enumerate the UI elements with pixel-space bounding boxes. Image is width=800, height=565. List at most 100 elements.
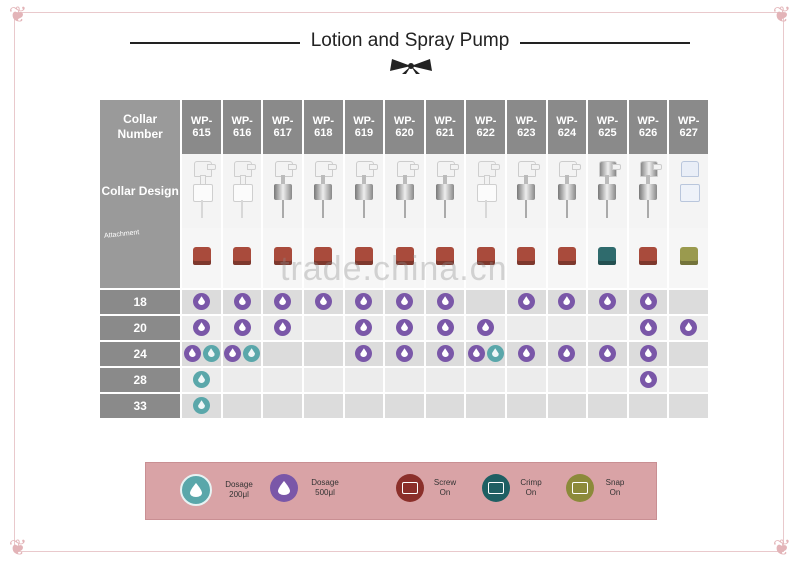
legend-screw: Screw On — [396, 474, 460, 502]
availability-cell — [466, 340, 505, 366]
model-header: WP-627 — [669, 100, 708, 154]
attachment-cap — [233, 246, 252, 265]
availability-cell — [547, 288, 587, 314]
dosage-500-icon — [274, 293, 292, 311]
pump-image — [231, 159, 257, 219]
pump-image — [556, 159, 581, 219]
availability-cell — [263, 392, 303, 418]
availability-cell — [182, 392, 221, 418]
availability-cell — [628, 392, 668, 418]
attachment-cell — [669, 228, 708, 288]
attachment-cap — [273, 246, 292, 265]
dosage-500-icon — [396, 319, 414, 337]
pump-image — [596, 159, 622, 219]
dosage-200-icon — [193, 371, 211, 389]
snap-on-icon — [566, 474, 594, 502]
attachment-cell — [628, 228, 668, 288]
design-cell — [304, 154, 343, 228]
availability-cell — [547, 392, 587, 418]
availability-cell — [182, 314, 221, 340]
availability-cell — [263, 314, 303, 340]
model-header: WP-620 — [385, 100, 424, 154]
dosage-500-icon — [639, 293, 657, 311]
attachment-cell — [222, 228, 262, 288]
size-row: 28 — [100, 366, 708, 392]
model-header: WP-621 — [425, 100, 465, 154]
model-header: WP-624 — [547, 100, 587, 154]
attachment-cell — [588, 228, 627, 288]
pump-image — [394, 159, 419, 219]
availability-cell — [425, 392, 465, 418]
attachment-cap — [679, 246, 698, 265]
legend-snap-label: Snap On — [605, 478, 625, 497]
availability-cell — [507, 340, 546, 366]
design-cell — [385, 154, 424, 228]
attachment-cell — [385, 228, 424, 288]
dosage-500-icon — [183, 345, 201, 363]
pump-image — [312, 159, 338, 219]
ornament-corner-icon: ❦ — [8, 3, 28, 28]
attachment-cap — [517, 246, 536, 265]
size-row: 24 — [100, 340, 708, 366]
design-cell — [628, 154, 668, 228]
legend-crimp-label: Crimp On — [520, 478, 542, 497]
dosage-500-icon — [355, 293, 373, 311]
dosage-500-icon — [314, 293, 332, 311]
dosage-small-icon — [180, 474, 212, 506]
dosage-500-icon — [355, 345, 373, 363]
availability-cell — [466, 366, 505, 392]
dosage-500-icon — [233, 293, 251, 311]
attachment-cell — [304, 228, 343, 288]
design-cell — [669, 154, 708, 228]
page-frame — [14, 12, 784, 552]
design-row: Collar Design — [100, 154, 708, 228]
availability-cell — [547, 314, 587, 340]
dosage-large-icon — [270, 474, 298, 502]
attachment-cap — [192, 246, 211, 265]
dosage-500-icon — [396, 293, 414, 311]
pump-image — [272, 159, 297, 219]
attachment-cell — [344, 228, 384, 288]
title-rule-right — [520, 42, 690, 44]
availability-cell — [669, 314, 708, 340]
availability-cell — [385, 392, 424, 418]
ornament-corner-icon: ❦ — [772, 536, 792, 561]
size-label: 18 — [100, 288, 181, 314]
legend-dosage-200: Dosage 200μl — [180, 474, 260, 506]
attachment-cell — [425, 228, 465, 288]
model-header: WP-623 — [507, 100, 546, 154]
availability-cell — [669, 392, 708, 418]
dosage-500-icon — [558, 345, 576, 363]
availability-cell — [344, 366, 384, 392]
attachment-cap — [395, 246, 414, 265]
availability-cell — [222, 392, 262, 418]
availability-cell — [263, 288, 303, 314]
attachment-cap — [639, 246, 658, 265]
availability-cell — [507, 366, 546, 392]
dosage-500-icon — [639, 371, 657, 389]
availability-cell — [222, 340, 262, 366]
model-header: WP-626 — [628, 100, 668, 154]
model-header: WP-615 — [182, 100, 221, 154]
availability-cell — [385, 366, 424, 392]
attachment-cell — [466, 228, 505, 288]
design-cell — [588, 154, 627, 228]
availability-cell — [304, 340, 343, 366]
attachment-row: Attachment — [100, 228, 708, 288]
availability-cell — [669, 288, 708, 314]
availability-cell — [507, 314, 546, 340]
dosage-200-icon — [486, 345, 504, 363]
availability-cell — [466, 392, 505, 418]
model-header: WP-616 — [222, 100, 262, 154]
legend-screw-label: Screw On — [433, 478, 457, 497]
availability-cell — [588, 314, 627, 340]
dosage-500-icon — [274, 319, 292, 337]
model-header: WP-618 — [304, 100, 343, 154]
availability-cell — [263, 366, 303, 392]
availability-cell — [222, 366, 262, 392]
page-title: Lotion and Spray Pump — [304, 30, 516, 51]
design-cell — [222, 154, 262, 228]
model-header: WP-619 — [344, 100, 384, 154]
availability-cell — [588, 366, 627, 392]
availability-cell — [344, 340, 384, 366]
